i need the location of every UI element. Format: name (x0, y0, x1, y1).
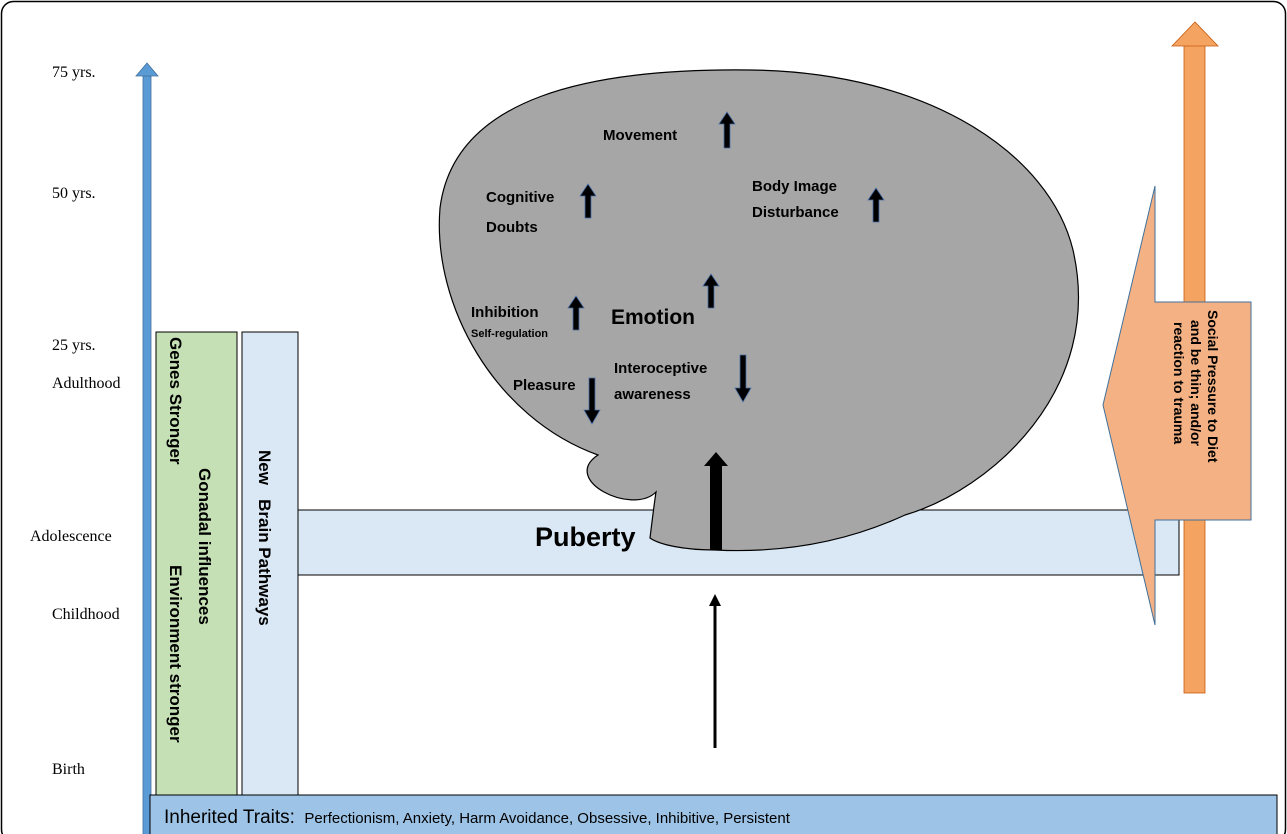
social-pressure-callout (1102, 185, 1252, 626)
tick-75-yrs: 75 yrs. (52, 64, 96, 81)
inherited-traits-title: Inherited Traits: (164, 807, 295, 828)
timeline-labels: 75 yrs. 50 yrs. 25 yrs. Adulthood Adoles… (30, 64, 120, 778)
social-line-1: Social Pressure to Diet (1205, 310, 1221, 463)
tick-birth: Birth (52, 761, 85, 778)
timeline-arrow (135, 62, 159, 834)
social-line-2: and be thin; and/or (1188, 320, 1204, 447)
gonadal-influences-label: Gonadal influences (195, 468, 214, 625)
tick-childhood: Childhood (52, 606, 120, 623)
cognitive-up-arrow (579, 183, 597, 219)
environment-stronger-label: Environment stronger (166, 565, 185, 743)
pleasure-down-arrow (583, 377, 601, 425)
inherited-traits-text: Inherited Traits: Perfectionism, Anxiety… (164, 807, 791, 828)
development-up-arrow (709, 594, 721, 748)
increase-arrows (567, 111, 885, 331)
tick-50-yrs: 50 yrs. (52, 185, 96, 202)
body-image-label: Body Image (752, 178, 837, 195)
social-line-3: reaction to trauma (1171, 322, 1187, 444)
green-influence-text: Genes Stronger Gonadal influences Enviro… (166, 337, 214, 743)
awareness-label: awareness (614, 386, 691, 403)
inhibition-up-arrow (567, 295, 585, 331)
cognitive-label: Cognitive (486, 189, 554, 206)
decrease-arrows (583, 354, 752, 425)
doubts-label: Doubts (486, 219, 538, 236)
disturbance-label: Disturbance (752, 204, 839, 221)
tick-adolescence: Adolescence (30, 528, 112, 545)
self-regulation-label: Self-regulation (471, 328, 548, 340)
social-pressure-text: Social Pressure to Diet and be thin; and… (1171, 310, 1221, 463)
puberty-label: Puberty (535, 522, 636, 552)
interoceptive-down-arrow (734, 354, 752, 403)
body-image-up-arrow (867, 187, 885, 223)
emotion-up-arrow (702, 273, 720, 309)
puberty-up-arrow (704, 452, 728, 550)
brain-labels: Movement Cognitive Doubts Body Image Dis… (471, 127, 839, 403)
pleasure-label: Pleasure (513, 377, 576, 394)
inherited-traits-list: Perfectionism, Anxiety, Harm Avoidance, … (304, 810, 790, 827)
inherited-traits-bar (149, 794, 1278, 834)
emotion-label: Emotion (611, 306, 695, 329)
tick-adulthood: Adulthood (52, 375, 120, 392)
new-brain-pathways-label: New Brain Pathways (255, 450, 274, 626)
brain-shape (438, 69, 1079, 552)
movement-label: Movement (603, 127, 677, 144)
interoceptive-label: Interoceptive (614, 360, 707, 377)
tick-25-yrs: 25 yrs. (52, 337, 96, 354)
genes-stronger-label: Genes Stronger (166, 337, 185, 465)
movement-up-arrow (718, 111, 736, 149)
inhibition-label: Inhibition (471, 304, 538, 321)
